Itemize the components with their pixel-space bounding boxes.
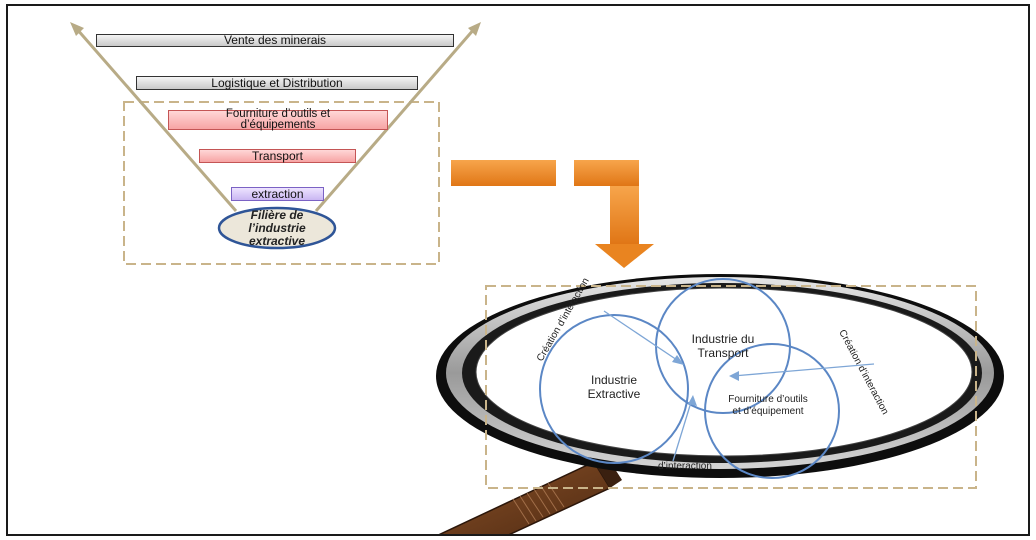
magnifier-rim (436, 274, 1004, 478)
funnel-base-ellipse (217, 206, 337, 250)
circle-label-extractive: Industrie Extractive (587, 373, 641, 401)
circle-label-fourniture: Fourniture d’outils et d’équipement (728, 394, 808, 417)
funnel-level-label: Transport (252, 148, 303, 163)
interaction-arrows (603, 310, 875, 462)
venn-circles (539, 278, 840, 479)
funnel-level-vente: Vente des minerais (96, 34, 454, 47)
orange-bar-1 (451, 160, 556, 186)
funnel-level-fourniture: Fourniture d’outils et d’équipements (168, 108, 388, 131)
funnel-base-label: Filière de l’industrie extractive (248, 208, 306, 248)
interaction-label-bottom: d’interaction (658, 461, 712, 472)
circle-extractive (539, 314, 689, 464)
interaction-arrowhead-2 (729, 371, 739, 381)
interaction-arrowhead-1 (672, 355, 684, 365)
orange-arrow-head (595, 244, 654, 268)
diagram-frame: Vente des minerais Logistique et Distrib… (6, 4, 1030, 536)
circle-label-transport: Industrie du Transport (691, 332, 755, 360)
funnel-level-label: extraction (251, 186, 304, 201)
orange-bar-2 (574, 160, 639, 186)
funnel-level-label: Fourniture d’outils et d’équipements (225, 108, 331, 131)
funnel-level-label: Logistique et Distribution (211, 75, 343, 90)
circle-fourniture (704, 343, 840, 479)
funnel-level-label: Vente des minerais (223, 33, 327, 47)
funnel-level-logistique: Logistique et Distribution (136, 76, 418, 90)
funnel-dashed-box (123, 101, 440, 265)
interaction-arrowhead-3 (688, 395, 697, 406)
funnel-left-arrowhead (70, 22, 84, 36)
funnel-level-transport: Transport (199, 149, 356, 163)
funnel-lines (74, 27, 477, 212)
funnel-right-arrowhead (468, 22, 481, 36)
diagram-graphics (70, 22, 1004, 534)
magnifier-dashed-box (485, 285, 977, 489)
orange-arrow-shaft (610, 186, 639, 244)
funnel-level-extraction: extraction (231, 187, 324, 201)
